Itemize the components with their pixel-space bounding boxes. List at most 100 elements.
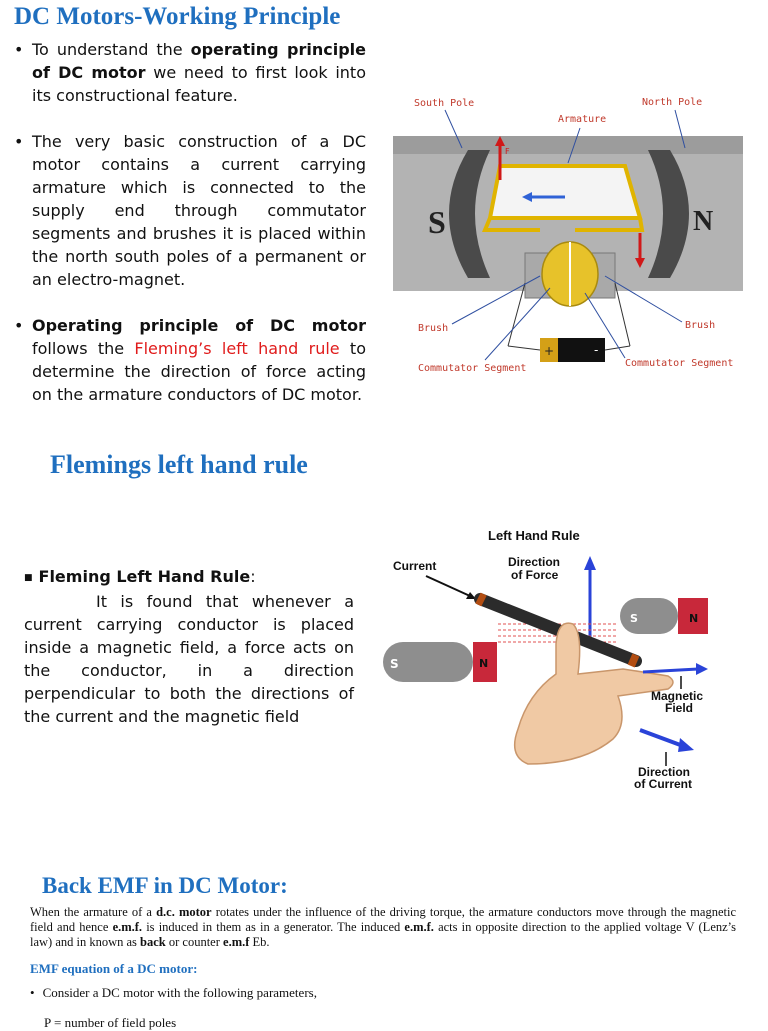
field-arrow (642, 667, 699, 674)
magnet-left-s: S (390, 657, 399, 671)
pointer-commutator-left (484, 287, 551, 361)
bold-text: d.c. motor (156, 905, 212, 919)
bold-text: Operating principle of DC motor (32, 316, 366, 335)
current-label: Current (393, 559, 436, 573)
magnet-left-grey (383, 642, 473, 682)
current-pointer (425, 575, 471, 597)
page-title: DC Motors-Working Principle (14, 3, 341, 30)
field-label-line2: Field (665, 701, 693, 715)
wire-right (614, 282, 631, 347)
pole-s-label: S (428, 204, 446, 240)
bullet-text: To understand the operating principle of… (32, 40, 366, 105)
emf-param-bullet: • Consider a DC motor with the following … (30, 985, 317, 1001)
text-run: to determine the direction of force acti… (32, 339, 366, 404)
field-arrowhead (696, 663, 708, 675)
direction-current-arrowhead (678, 738, 694, 752)
bullet-dot: • (14, 132, 24, 151)
north-pole-face (648, 150, 689, 278)
pointer-brush-left (451, 275, 541, 325)
north-pole-label: North Pole (642, 97, 702, 108)
force-down-arrowhead (635, 258, 645, 268)
fleming-title: Flemings left hand rule (50, 450, 308, 479)
current-arrowhead (522, 192, 532, 202)
text-run: The very basic construction of a DC moto… (32, 132, 366, 289)
back-emf-title: Back EMF in DC Motor: (42, 873, 288, 898)
magnet-right-grey (620, 598, 678, 634)
brush-left-label: Brush (418, 323, 448, 334)
current-pointer-head (466, 592, 476, 599)
bullet-item: • The very basic construction of a DC mot… (14, 130, 366, 291)
magnet-left-red (473, 642, 497, 682)
battery-plus-label: + (544, 344, 554, 358)
bullet-item: • Operating principle of DC motor follows… (14, 314, 366, 406)
force-up-arrowhead (495, 136, 505, 146)
commutator-right-label: Commutator Segment (625, 358, 733, 369)
direction-current-arrow (639, 728, 684, 748)
pole-n-label: N (693, 206, 713, 237)
conductor-end-right (627, 653, 640, 668)
brush-right-label: Brush (685, 320, 715, 331)
pointer-brush-right (604, 275, 683, 323)
text-run: or counter (165, 935, 224, 949)
armature-lead-right (575, 217, 645, 232)
emf-equation-heading: EMF equation of a DC motor: (30, 961, 198, 976)
text-run: rotates under the influence of the drivi… (30, 905, 736, 934)
fleming-description: ■ Fleming Left Hand Rule: It is found tha… (24, 565, 354, 728)
conductor-end-left (475, 592, 487, 607)
magnet-left-n: N (479, 657, 488, 670)
square-bullet: ■ (24, 573, 33, 583)
commutator-left-label: Commutator Segment (418, 363, 526, 374)
highlight-text: Fleming’s left hand rule (134, 339, 340, 358)
text-run: When the armature of a (30, 905, 157, 919)
text-run: we need to first look into its construct… (32, 63, 366, 105)
pointer-north (674, 109, 686, 149)
bold-text: e.m.f. (112, 920, 143, 934)
hand-rule-title: Left Hand Rule (488, 528, 580, 543)
battery-minus-label: - (594, 343, 598, 357)
pointer-south (444, 109, 463, 149)
south-pole-label: South Pole (414, 98, 474, 109)
wire-bottom-right (604, 345, 631, 351)
force-label: F (505, 147, 510, 156)
battery-positive (540, 338, 558, 362)
magnet-right-n: N (689, 612, 698, 625)
field-label-line1: Magnetic (651, 689, 703, 703)
fleming-heading-colon: : (250, 567, 256, 586)
direction-label-line2: of Current (634, 777, 692, 791)
left-hand (513, 622, 674, 765)
south-pole-face (449, 150, 490, 278)
magnet-right-red (678, 598, 708, 634)
direction-label-line1: Direction (638, 765, 690, 779)
pointer-commutator-right (584, 292, 626, 359)
bold-text: operating principle of DC motor (32, 40, 366, 82)
battery-body (558, 338, 605, 362)
bullet-dot: • (14, 316, 24, 335)
magnet-top-shade (393, 136, 743, 154)
armature-lead-left (482, 217, 540, 232)
dc-motor-diagram: S N F + - South Pole North Pole Armature… (393, 97, 743, 374)
emf-param-text: Consider a DC motor with the following p… (42, 985, 317, 1000)
force-label-line2: of Force (511, 568, 559, 582)
armature-loop (487, 164, 643, 220)
bold-text: back (140, 935, 166, 949)
wire-left (507, 282, 526, 347)
back-emf-body: When the armature of a d.c. motor rotate… (30, 905, 736, 950)
principle-bullets: • To understand the operating principle o… (14, 38, 366, 429)
bullet-text: The very basic construction of a DC moto… (32, 132, 366, 289)
force-arrowhead (584, 556, 596, 570)
fleming-body: It is found that whenever a current carr… (24, 592, 354, 726)
bullet-text: Operating principle of DC motor follows … (32, 316, 366, 404)
emf-param-p: P = number of field poles (44, 1015, 177, 1030)
armature-label: Armature (558, 114, 606, 125)
left-hand-rule-diagram: Left Hand Rule Current Direction of Forc… (383, 528, 708, 791)
conductor-rod (474, 593, 642, 667)
text-run: follows the (32, 339, 135, 358)
bullet-item: •To understand the operating principle o… (14, 38, 366, 107)
text-run: is induced in them as in a generator. Th… (142, 920, 405, 934)
bullet-dot: • (30, 985, 35, 1000)
fleming-heading: Fleming Left Hand Rule (38, 567, 251, 586)
bold-text: e.m.f (223, 935, 250, 949)
pointer-armature (567, 127, 581, 164)
bold-text: e.m.f. (404, 920, 434, 934)
force-label-line1: Direction (508, 555, 560, 569)
